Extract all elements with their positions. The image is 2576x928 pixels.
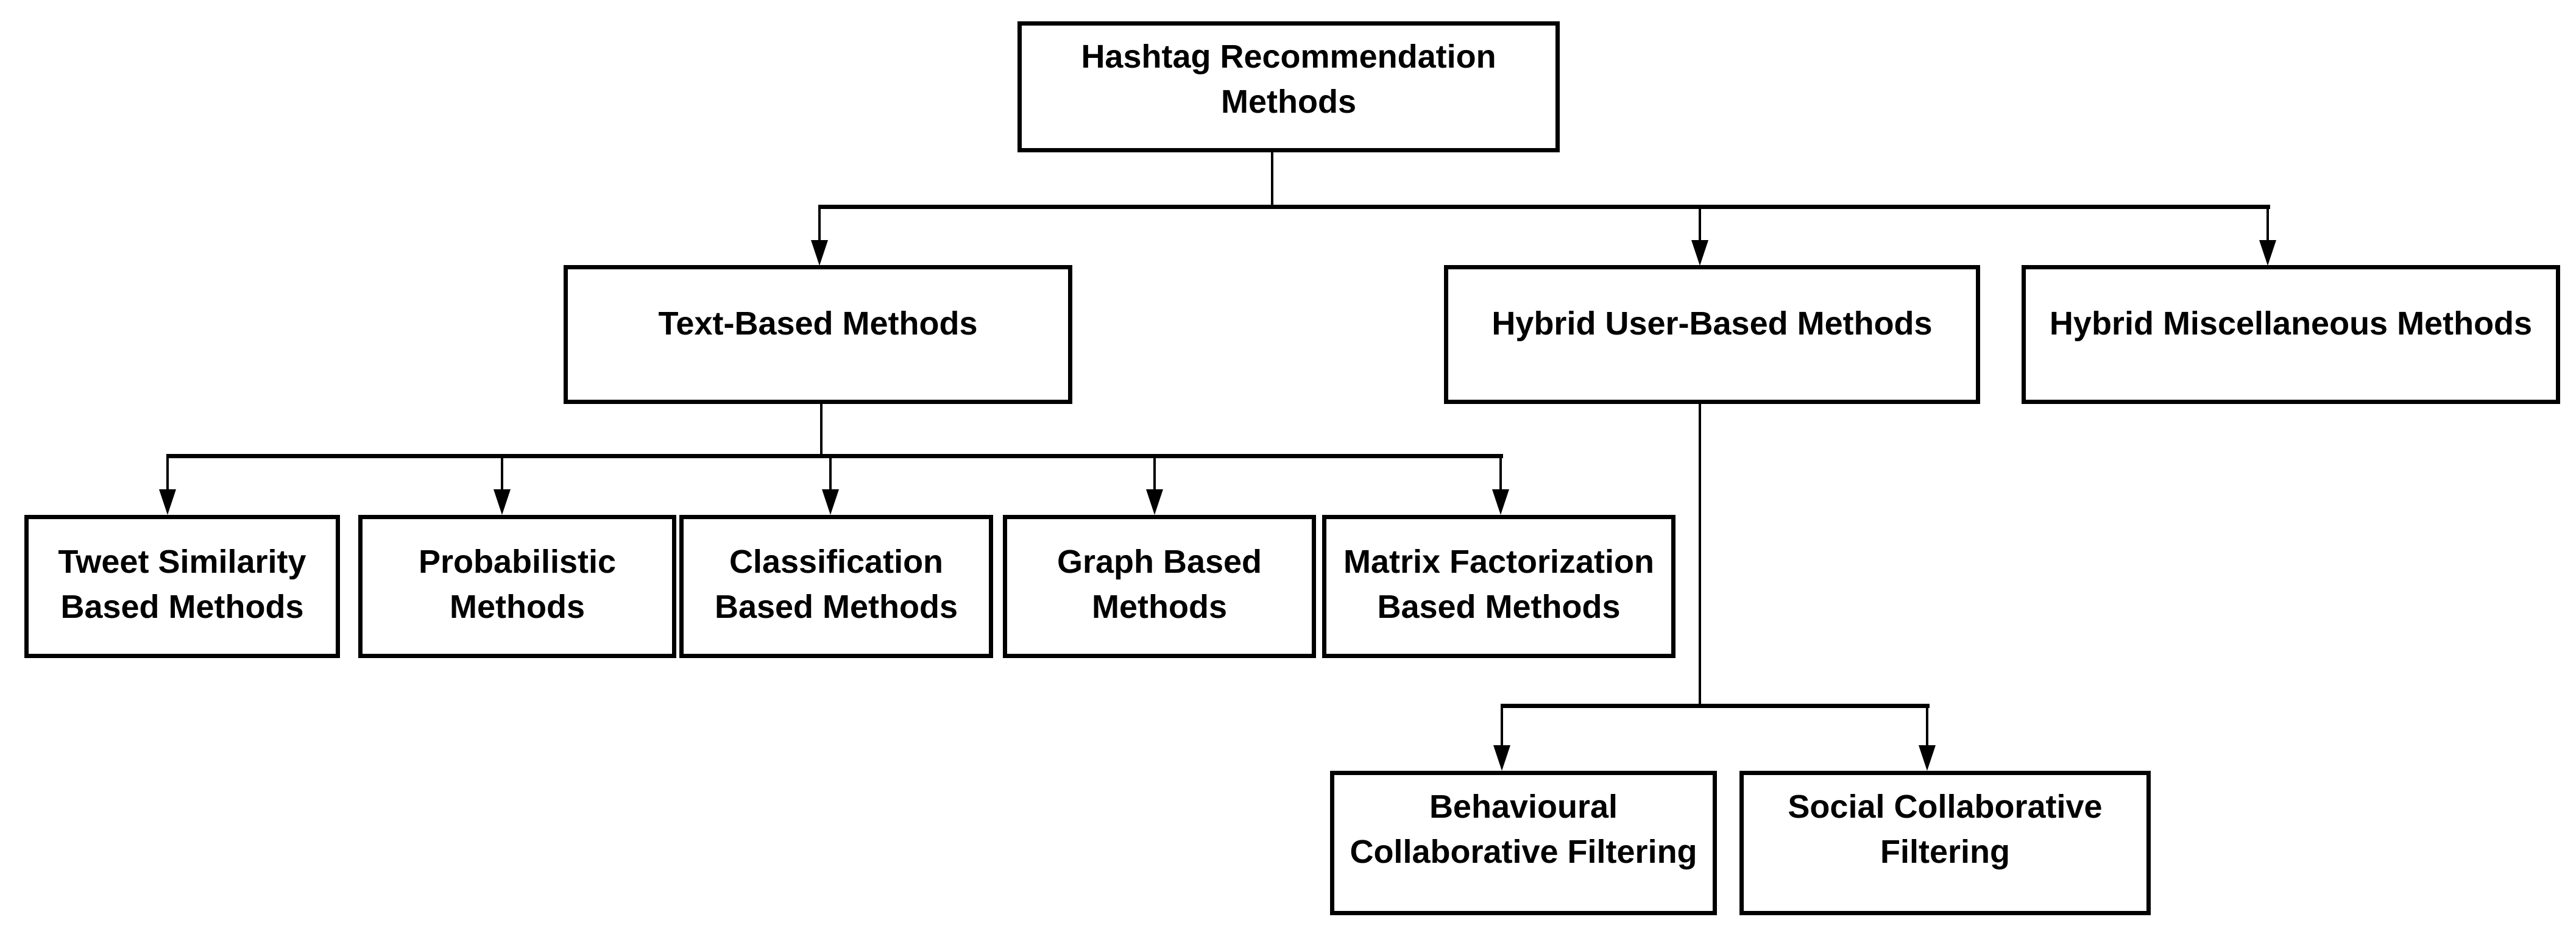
node-matrix-factorization-based-methods: Matrix Factorization Based Methods xyxy=(1322,515,1675,658)
node-label-line: Probabilistic xyxy=(418,543,617,580)
node-label-line: Text-Based Methods xyxy=(658,305,978,342)
node-hybrid-miscellaneous-methods: Hybrid Miscellaneous Methods xyxy=(2022,265,2560,404)
arrow-into-behavioural-cf xyxy=(1493,745,1510,771)
node-label-line: Hashtag Recommendation xyxy=(1081,38,1496,75)
connector-level2-bar xyxy=(818,205,2270,209)
node-hashtag-recommendation-methods: Hashtag Recommendation Methods xyxy=(1017,21,1560,152)
connector-drop-social-cf xyxy=(1926,704,1928,748)
arrow-into-hybrid-misc xyxy=(2259,240,2276,266)
node-hybrid-user-based-methods: Hybrid User-Based Methods xyxy=(1444,265,1980,404)
node-classification-based-methods: Classification Based Methods xyxy=(679,515,993,658)
connector-drop-hybrid-misc xyxy=(2266,205,2269,243)
node-label-line: Hybrid User-Based Methods xyxy=(1491,305,1933,342)
node-graph-based-methods: Graph Based Methods xyxy=(1003,515,1316,658)
node-label-line: Based Methods xyxy=(60,588,304,625)
arrow-into-hybrid-user xyxy=(1691,240,1708,266)
connector-root-stem xyxy=(1271,152,1273,208)
node-label-line: Classification xyxy=(729,543,944,580)
node-label-line: Tweet Similarity xyxy=(58,543,306,580)
node-social-collaborative-filtering: Social Collaborative Filtering xyxy=(1739,771,2151,915)
arrow-into-probabilistic xyxy=(494,489,511,515)
connector-drop-graph-based xyxy=(1153,454,1156,492)
connector-drop-probabilistic xyxy=(501,454,503,492)
node-label-line: Hybrid Miscellaneous Methods xyxy=(2049,305,2533,342)
node-label-line: Methods xyxy=(1221,83,1356,120)
connector-drop-tweet-similarity xyxy=(166,454,169,492)
connector-level4-bar xyxy=(1501,704,1930,708)
connector-drop-classification xyxy=(829,454,832,492)
node-label-line: Filtering xyxy=(1880,833,2010,870)
connector-drop-hybrid-user xyxy=(1699,205,1701,243)
connector-drop-behavioural-cf xyxy=(1501,704,1503,748)
node-probabilistic-methods: Probabilistic Methods xyxy=(358,515,676,658)
connector-drop-matrix-factorization xyxy=(1499,454,1502,492)
connector-level3-bar xyxy=(166,454,1503,458)
node-label-line: Based Methods xyxy=(714,588,958,625)
arrow-into-classification xyxy=(822,489,839,515)
connector-hybrid-user-stem xyxy=(1699,404,1701,706)
node-behavioural-collaborative-filtering: Behavioural Collaborative Filtering xyxy=(1330,771,1717,915)
node-label-line: Methods xyxy=(450,588,585,625)
node-label-line: Social Collaborative xyxy=(1788,788,2103,825)
node-label-line: Graph Based xyxy=(1056,543,1262,580)
node-label-line: Based Methods xyxy=(1377,588,1621,625)
arrow-into-graph-based xyxy=(1146,489,1163,515)
connector-drop-text-based xyxy=(818,205,821,243)
node-label-line: Methods xyxy=(1092,588,1227,625)
node-label-line: Collaborative Filtering xyxy=(1350,833,1697,870)
arrow-into-tweet-similarity xyxy=(159,489,176,515)
node-text-based-methods: Text-Based Methods xyxy=(564,265,1072,404)
arrow-into-matrix-factorization xyxy=(1492,489,1509,515)
arrow-into-social-cf xyxy=(1919,745,1936,771)
node-label-line: Matrix Factorization xyxy=(1343,543,1655,580)
arrow-into-text-based xyxy=(811,240,828,266)
node-tweet-similarity-based-methods: Tweet Similarity Based Methods xyxy=(24,515,340,658)
node-label-line: Behavioural xyxy=(1429,788,1618,825)
connector-text-based-stem xyxy=(820,404,823,458)
